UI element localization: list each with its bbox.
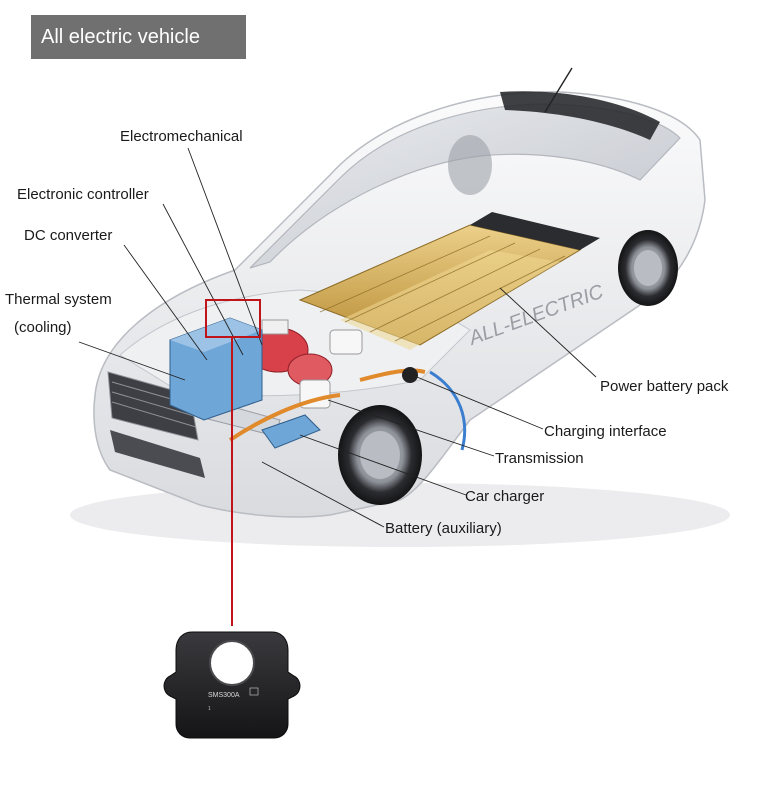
label-power-battery-pack: Power battery pack — [600, 378, 729, 395]
dc-converter — [169, 317, 263, 421]
charging-cable — [429, 370, 467, 451]
rear-left-wheel — [448, 135, 492, 195]
front-wheel — [338, 405, 422, 505]
label-thermal-system-cooling: (cooling) — [14, 319, 72, 336]
leader-lines — [78, 147, 597, 528]
sensor-serial-text: 1 — [208, 706, 211, 712]
page-title: All electric vehicle — [31, 15, 246, 59]
label-electromechanical: Electromechanical — [120, 128, 243, 145]
leader-car-charger — [299, 434, 467, 496]
rear-window — [500, 91, 660, 140]
leader-dc-converter — [123, 244, 208, 361]
car-roof-glass — [249, 103, 681, 269]
coolant-reservoir — [329, 329, 363, 355]
leader-battery-auxiliary — [261, 461, 385, 528]
label-dc-converter: DC converter — [24, 227, 113, 244]
label-transmission: Transmission — [495, 450, 584, 467]
current-sensor: SMS300A 1 — [163, 631, 301, 739]
leader-electromechanical — [187, 147, 263, 346]
label-car-charger: Car charger — [465, 488, 545, 505]
leader-transmission — [327, 399, 495, 457]
antenna-line — [544, 67, 573, 113]
rear-wheel — [618, 230, 678, 306]
leader-electronic-controller — [162, 203, 244, 356]
electric-motor — [247, 319, 333, 387]
lower-grille — [110, 430, 205, 478]
label-electronic-controller: Electronic controller — [17, 186, 149, 203]
label-charging-interface: Charging interface — [544, 423, 667, 440]
label-battery-auxiliary: Battery (auxiliary) — [385, 520, 502, 537]
sensor-model-text: SMS300A — [208, 692, 240, 699]
leader-power-battery — [499, 287, 597, 378]
sensor-qr-mark — [249, 687, 259, 696]
front-grille — [107, 371, 199, 441]
label-thermal-system: Thermal system — [5, 291, 112, 308]
car-charger-unit — [261, 414, 321, 449]
power-battery-pack — [298, 212, 600, 350]
charging-port — [402, 367, 418, 383]
leader-thermal-system — [78, 341, 186, 381]
high-voltage-cables — [228, 368, 426, 442]
leader-charging-interface — [411, 374, 544, 430]
